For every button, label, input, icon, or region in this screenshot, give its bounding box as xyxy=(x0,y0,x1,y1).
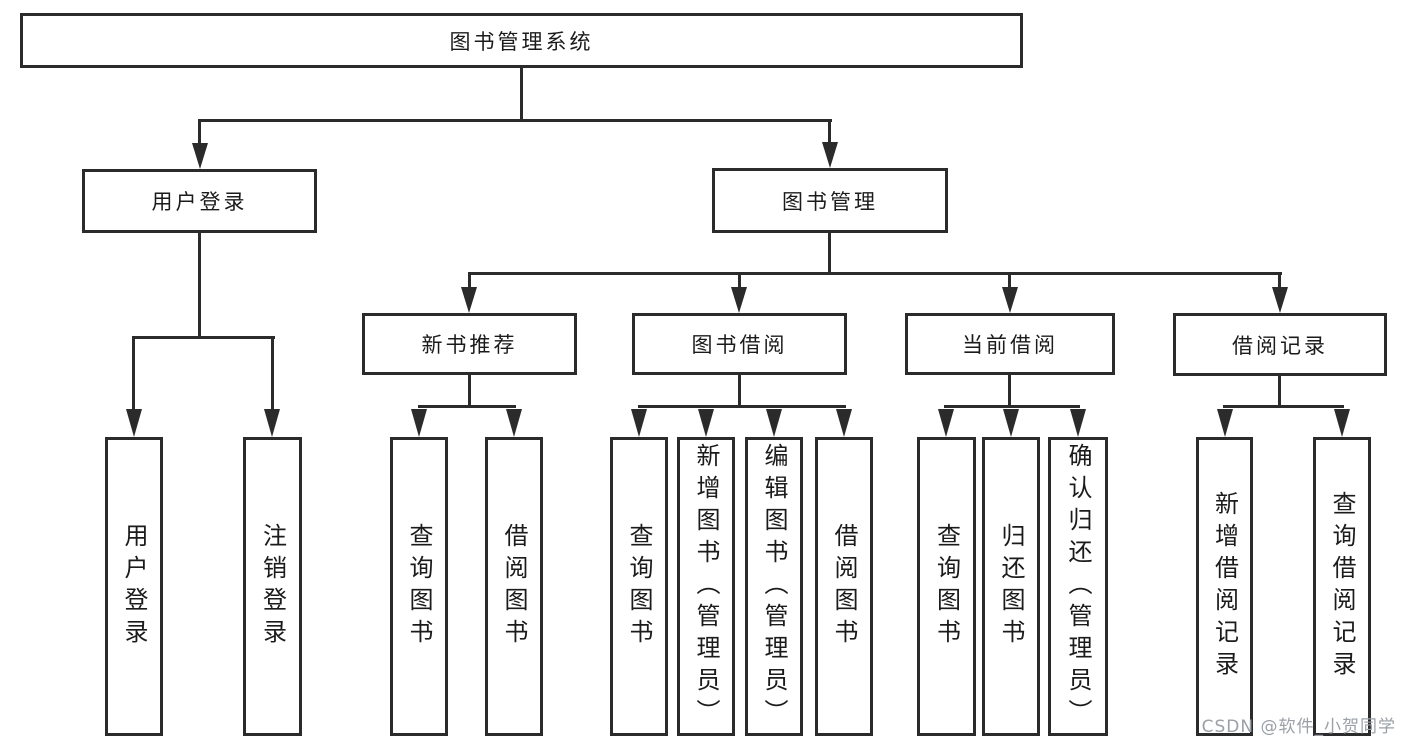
leaf-records-add-record-label: 新增借阅记录 xyxy=(1210,490,1239,683)
arrow-down-icon xyxy=(698,409,714,437)
connector-level3-stub xyxy=(738,272,741,287)
node-user-login: 用户登录 xyxy=(82,169,317,233)
leaf-borrowing-query-books: 查询图书 xyxy=(610,437,668,736)
leaf-recommend-query-books: 查询图书 xyxy=(390,437,448,736)
connector-recommend-drop xyxy=(468,375,471,408)
leaf-recommend-borrow-books-label: 借阅图书 xyxy=(500,522,528,651)
node-book-management: 图书管理 xyxy=(712,168,948,233)
leaf-borrowing-query-books-label: 查询图书 xyxy=(625,522,653,651)
leaf-borrowing-add-books-label: 新增图书（管理员） xyxy=(692,442,720,731)
connector-records-splitter xyxy=(1223,405,1344,408)
arrow-down-icon xyxy=(192,143,208,169)
connector-level3-stub xyxy=(468,272,471,287)
leaf-current-return-books: 归还图书 xyxy=(982,437,1040,736)
node-book-borrowing: 图书借阅 xyxy=(632,313,847,375)
leaf-borrowing-borrow-books: 借阅图书 xyxy=(815,437,873,736)
arrow-down-icon xyxy=(1272,287,1288,313)
arrow-down-icon xyxy=(264,409,280,437)
arrow-down-icon xyxy=(938,409,954,437)
leaf-current-query-books-label: 查询图书 xyxy=(932,522,961,651)
node-book-management-label: 图书管理 xyxy=(782,189,878,214)
csdn-watermark: CSDN @软件_小贺同学 xyxy=(1201,717,1396,737)
connector-root-drop xyxy=(520,68,523,122)
leaf-borrowing-add-books: 新增图书（管理员） xyxy=(677,437,735,736)
arrow-down-icon xyxy=(126,409,142,437)
connector-book-mgmt-drop xyxy=(828,233,831,274)
leaf-logout-login: 注销登录 xyxy=(243,437,302,736)
connector-records-drop xyxy=(1278,376,1281,408)
node-new-book-recommend: 新书推荐 xyxy=(362,313,577,375)
node-new-book-recommend-label: 新书推荐 xyxy=(421,333,518,357)
arrow-down-icon xyxy=(411,409,427,437)
connector-level3-stub xyxy=(1278,272,1281,287)
leaf-recommend-borrow-books: 借阅图书 xyxy=(485,437,543,736)
arrow-down-icon xyxy=(631,409,647,437)
connector-borrowing-splitter xyxy=(638,405,846,408)
connector-leaf-stub xyxy=(271,336,274,411)
node-current-borrowing: 当前借阅 xyxy=(905,313,1115,375)
node-user-login-label: 用户登录 xyxy=(151,190,248,214)
arrow-down-icon xyxy=(1003,409,1019,437)
leaf-current-query-books: 查询图书 xyxy=(917,437,976,736)
connector-level3-splitter xyxy=(468,272,1282,275)
connector-current-drop xyxy=(1008,375,1011,408)
connector-level3-stub xyxy=(1008,272,1011,287)
node-current-borrowing-label: 当前借阅 xyxy=(962,333,1058,357)
arrow-down-icon xyxy=(731,287,747,313)
arrow-down-icon xyxy=(766,409,782,437)
leaf-user-login-label: 用户登录 xyxy=(120,522,148,651)
leaf-records-query-record-label: 查询借阅记录 xyxy=(1328,490,1356,683)
connector-user-login-splitter xyxy=(132,336,275,339)
arrow-down-icon xyxy=(461,287,477,313)
arrow-down-icon xyxy=(1217,409,1233,437)
arrow-down-icon xyxy=(1334,409,1350,437)
leaf-records-add-record: 新增借阅记录 xyxy=(1196,437,1253,736)
leaf-current-confirm-return-label: 确认归还（管理员） xyxy=(1064,442,1092,731)
connector-level2-splitter xyxy=(198,119,832,122)
leaf-borrowing-edit-books-label: 编辑图书（管理员） xyxy=(760,442,788,731)
leaf-records-query-record: 查询借阅记录 xyxy=(1313,437,1371,736)
leaf-logout-login-label: 注销登录 xyxy=(258,522,287,651)
node-root-label: 图书管理系统 xyxy=(449,29,594,54)
leaf-user-login: 用户登录 xyxy=(105,437,163,736)
leaf-current-confirm-return: 确认归还（管理员） xyxy=(1048,437,1108,736)
leaf-borrowing-edit-books: 编辑图书（管理员） xyxy=(745,437,803,736)
node-borrowing-records-label: 借阅记录 xyxy=(1232,333,1328,358)
connector-current-splitter xyxy=(944,405,1080,408)
leaf-borrowing-borrow-books-label: 借阅图书 xyxy=(830,522,858,651)
connector-book-mgmt-stub xyxy=(828,119,831,143)
node-root-library-system: 图书管理系统 xyxy=(20,13,1023,68)
arrow-down-icon xyxy=(506,409,522,437)
node-borrowing-records: 借阅记录 xyxy=(1173,313,1387,376)
arrow-down-icon xyxy=(1002,287,1018,313)
leaf-recommend-query-books-label: 查询图书 xyxy=(405,522,433,651)
connector-leaf-stub xyxy=(132,336,135,411)
leaf-current-return-books-label: 归还图书 xyxy=(997,522,1025,651)
connector-borrowing-drop xyxy=(738,375,741,408)
connector-user-login-stub xyxy=(198,119,201,143)
arrow-down-icon xyxy=(822,142,838,168)
node-book-borrowing-label: 图书借阅 xyxy=(691,333,788,357)
connector-recommend-splitter xyxy=(418,405,516,408)
arrow-down-icon xyxy=(836,409,852,437)
connector-user-login-drop xyxy=(198,233,201,339)
arrow-down-icon xyxy=(1070,409,1086,437)
